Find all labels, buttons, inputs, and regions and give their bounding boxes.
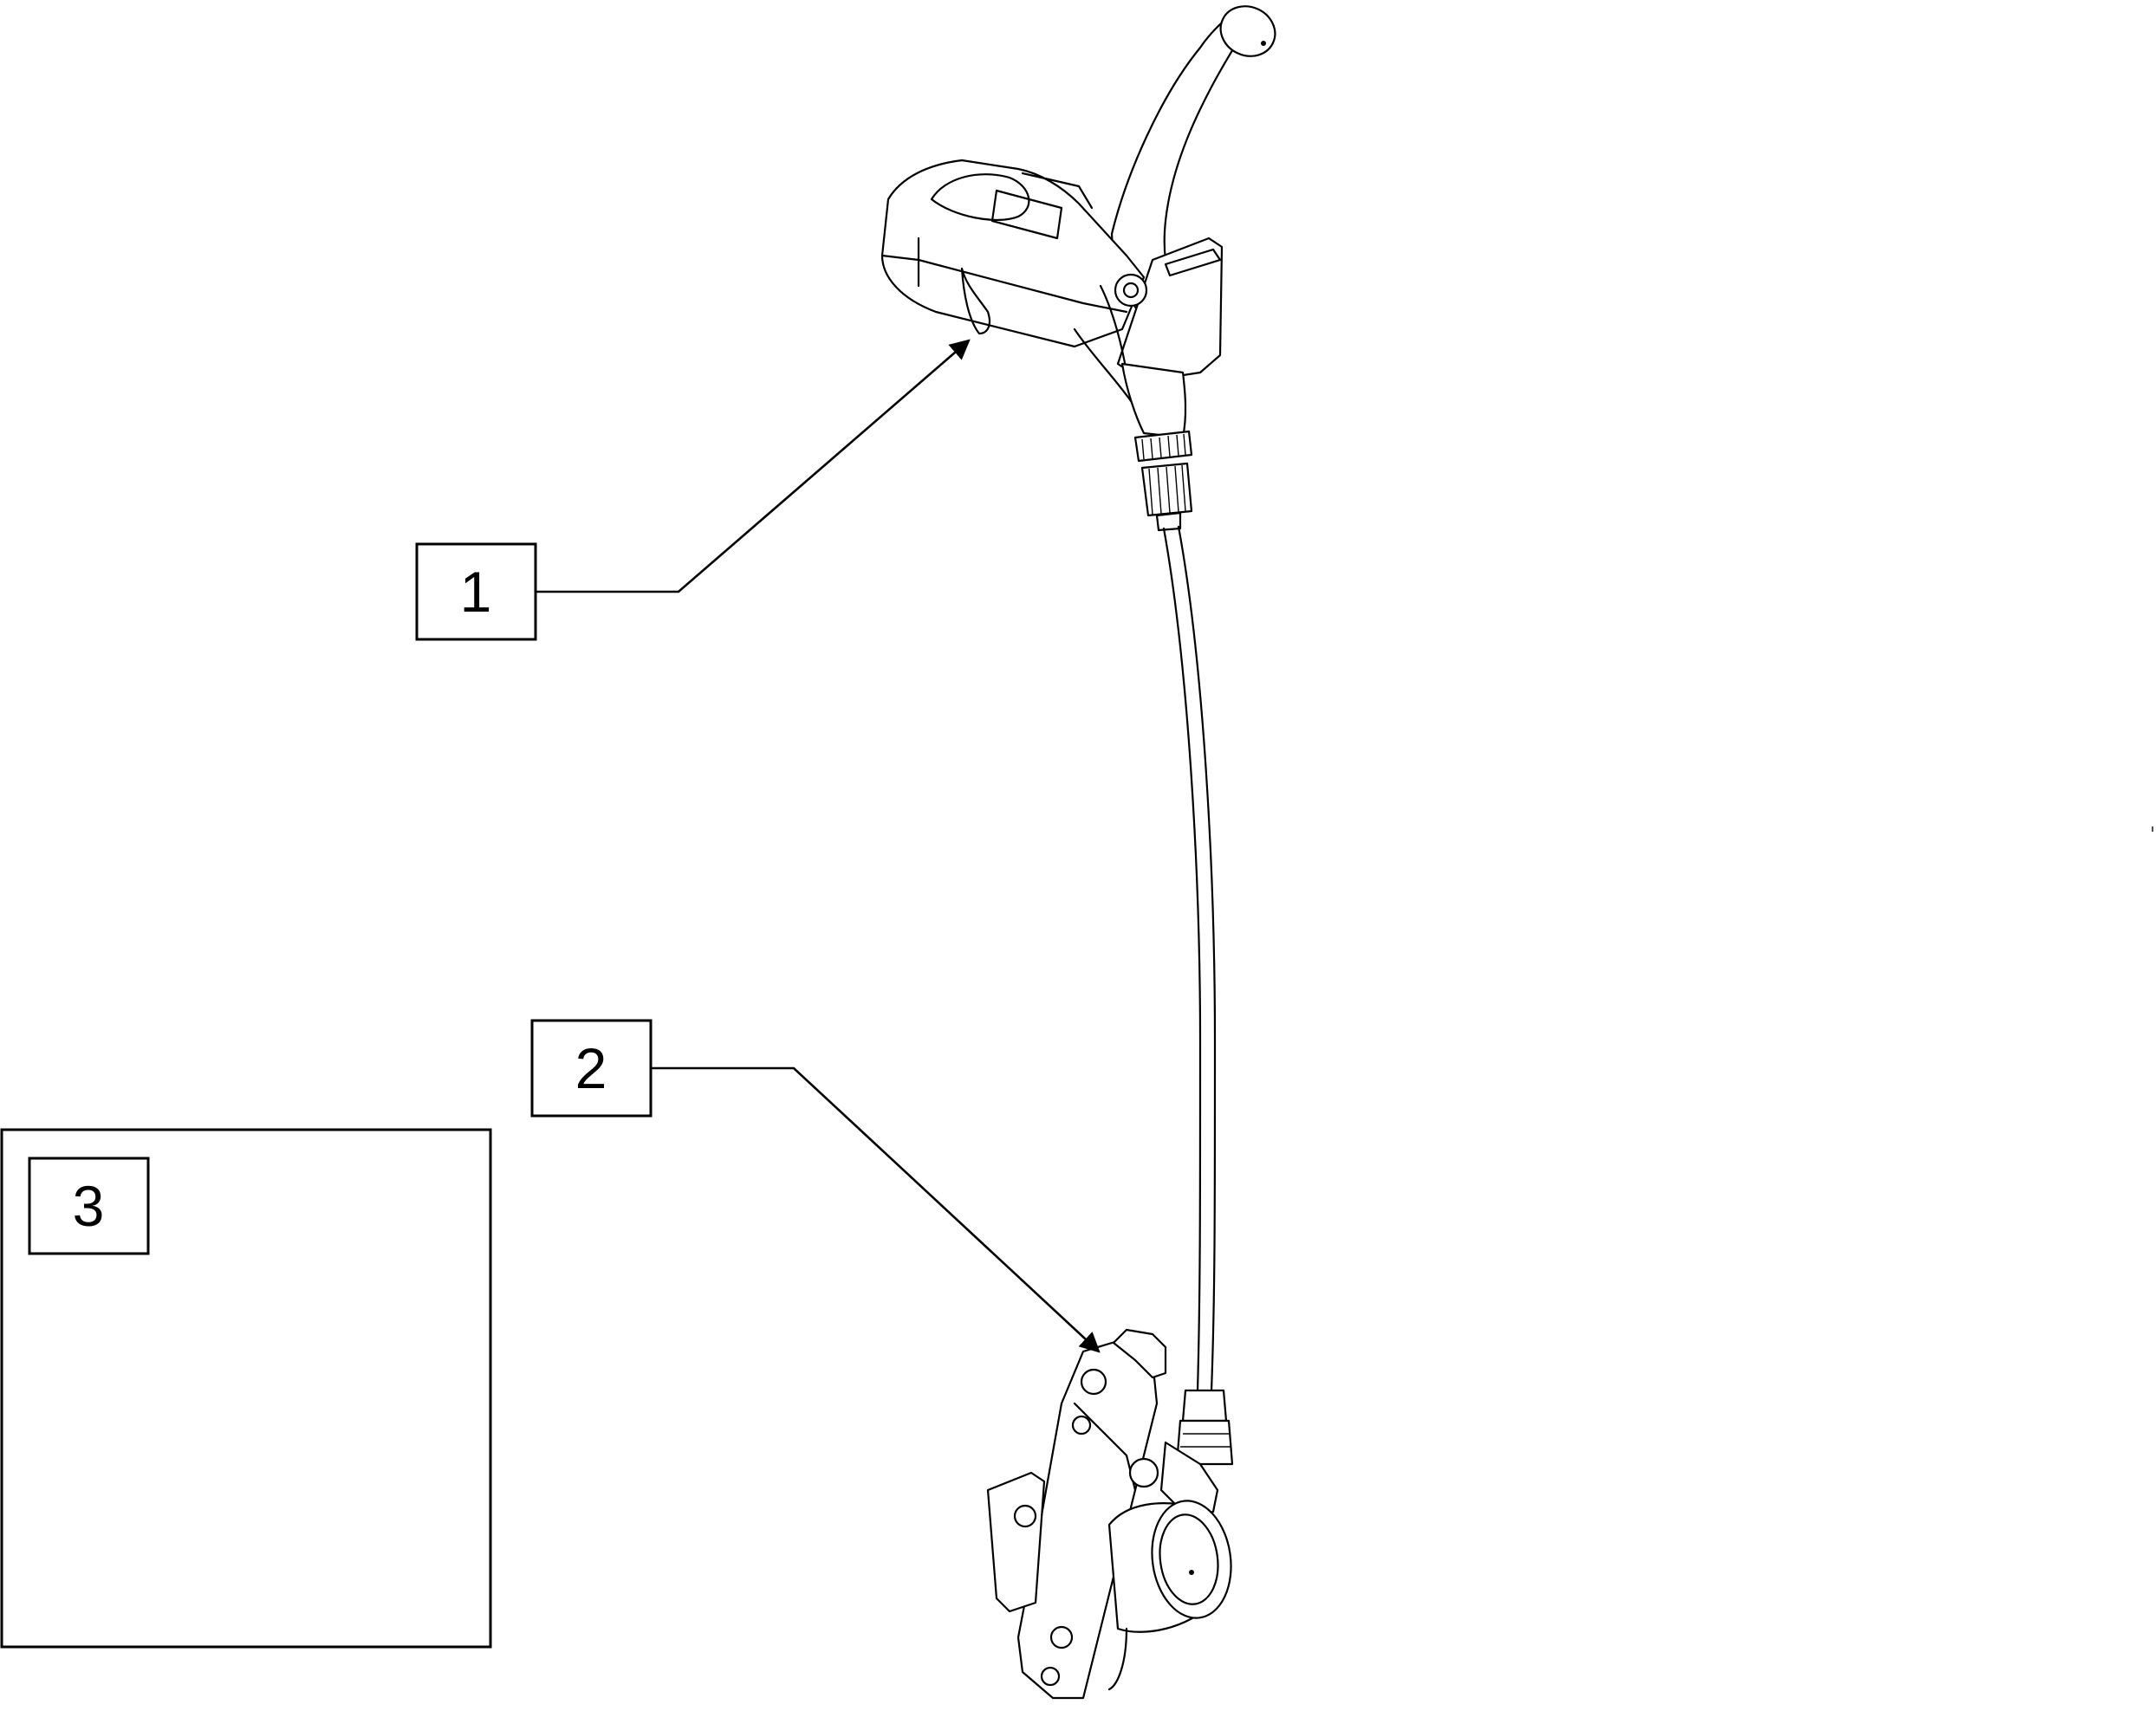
leader-line-1: [536, 339, 971, 593]
brake-cable: [1162, 525, 1217, 1392]
callout-1-label: 1: [460, 560, 492, 624]
callout-2-label: 2: [575, 1036, 607, 1100]
callout-2[interactable]: 2: [530, 1019, 653, 1118]
brake-caliper-assembly: [986, 1328, 1234, 1700]
leader-line-2: [651, 1066, 1101, 1353]
brake-lever-assembly: [880, 5, 1276, 532]
callout-3[interactable]: 3: [28, 1157, 150, 1255]
barrel-adjuster: [1133, 430, 1193, 532]
callout-3-label: 3: [73, 1174, 105, 1238]
callout-1[interactable]: 1: [415, 542, 537, 641]
